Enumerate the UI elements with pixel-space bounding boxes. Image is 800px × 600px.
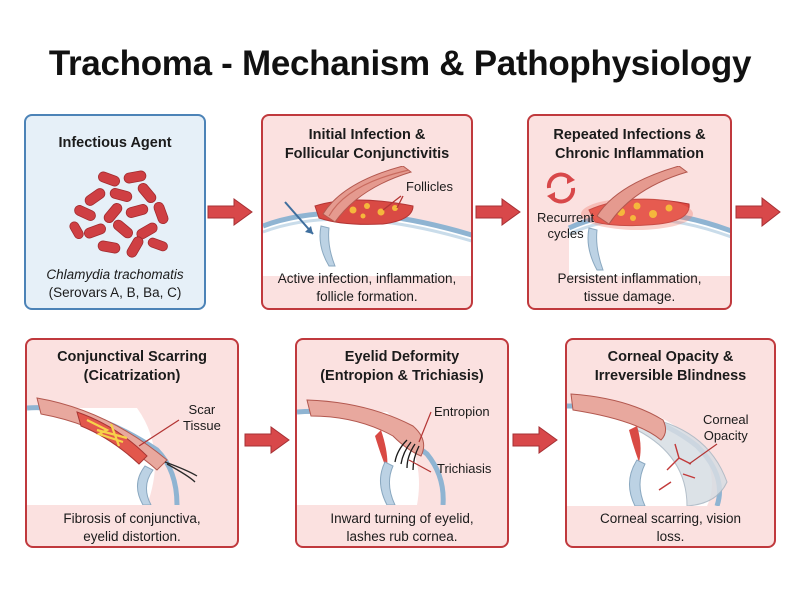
panel-infectious-agent: Infectious Agent Chlamydia trachomatis (… bbox=[24, 114, 206, 310]
flow-arrow-icon bbox=[244, 426, 290, 454]
page-title: Trachoma - Mechanism & Pathophysiology bbox=[48, 44, 752, 83]
panel-title: Eyelid Deformity (Entropion & Trichiasis… bbox=[320, 349, 484, 384]
panel-corneal-opacity: Corneal Opacity & Irreversible Blindness… bbox=[565, 338, 776, 548]
label-scar-tissue: Scar Tissue bbox=[183, 402, 221, 433]
panel-repeated-infections: Repeated Infections & Chronic Inflammati… bbox=[527, 114, 732, 310]
panel-caption: Fibrosis of conjunctiva, eyelid distorti… bbox=[63, 511, 201, 544]
recurrent-cycle-icon bbox=[546, 172, 576, 204]
panel-initial-infection: Initial Infection & Follicular Conjuncti… bbox=[261, 114, 473, 310]
panel-title: Infectious Agent bbox=[58, 135, 172, 151]
label-trichiasis: Trichiasis bbox=[437, 461, 492, 476]
organism-name: Chlamydia trachomatis bbox=[46, 267, 184, 282]
eye-cross-section-icon bbox=[297, 399, 446, 505]
panel-caption: Persistent inflammation, tissue damage. bbox=[557, 271, 702, 304]
eye-cross-section-icon bbox=[567, 393, 728, 506]
label-recurrent-cycles: Recurrent cycles bbox=[537, 210, 595, 241]
panel-eyelid-deformity: Eyelid Deformity (Entropion & Trichiasis… bbox=[295, 338, 509, 548]
eye-cross-section-icon bbox=[27, 397, 198, 505]
panel-title: Corneal Opacity & Irreversible Blindness bbox=[594, 349, 747, 384]
panel-title: Conjunctival Scarring (Cicatrization) bbox=[57, 349, 207, 384]
eye-cross-section-icon bbox=[567, 166, 730, 276]
panel-caption: Active infection, inflammation, follicle… bbox=[277, 271, 457, 304]
panel-caption: Corneal scarring, vision loss. bbox=[599, 511, 742, 544]
panel-caption: Inward turning of eyelid, lashes rub cor… bbox=[330, 511, 474, 544]
panel-title: Initial Infection & Follicular Conjuncti… bbox=[284, 127, 450, 162]
panel-conjunctival-scarring: Conjunctival Scarring (Cicatrization) Sc… bbox=[25, 338, 239, 548]
flow-arrow-icon bbox=[475, 198, 521, 226]
flow-arrow-icon bbox=[512, 426, 558, 454]
panel-caption: Chlamydia trachomatis (Serovars A, B, Ba… bbox=[26, 266, 204, 302]
label-follicles: Follicles bbox=[406, 179, 453, 194]
serovars-text: (Serovars A, B, Ba, C) bbox=[48, 285, 182, 300]
eye-cross-section-icon bbox=[263, 166, 471, 276]
bacteria-cluster-icon bbox=[69, 170, 169, 258]
label-entropion: Entropion bbox=[434, 404, 490, 419]
flow-arrow-icon bbox=[207, 198, 253, 226]
panel-title: Repeated Infections & Chronic Inflammati… bbox=[553, 127, 706, 162]
label-corneal-opacity: Corneal Opacity bbox=[703, 412, 749, 443]
flow-arrow-icon bbox=[735, 196, 781, 228]
